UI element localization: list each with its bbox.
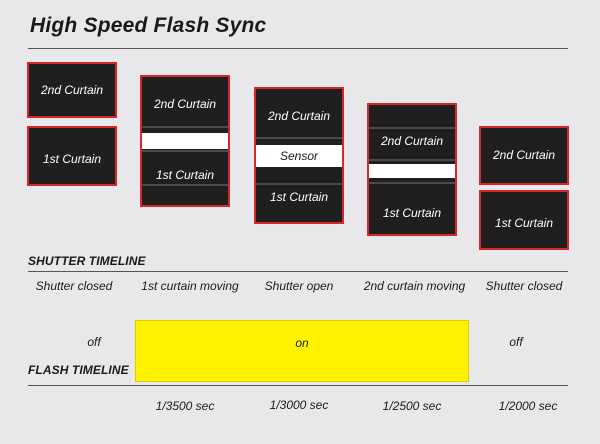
flash-timeline-rule (28, 385, 568, 386)
first-curtain-col1: 1st Curtain (27, 126, 117, 186)
curtain-label: 1st Curtain (269, 190, 329, 204)
flash-off-right: off (509, 335, 523, 349)
second-curtain-col5: 2nd Curtain (479, 126, 569, 185)
curtain-label: 1st Curtain (494, 216, 554, 230)
phase-label-shutter-open: Shutter open (264, 279, 334, 293)
phase-label-shutter-closed: Shutter closed (35, 279, 113, 293)
phase-label-shutter-closed-end: Shutter closed (485, 279, 563, 293)
curtain-seam (142, 126, 228, 128)
curtain-label: 2nd Curtain (153, 97, 217, 111)
curtain-label: 2nd Curtain (380, 134, 444, 148)
time-label-4: 1/2000 sec (498, 399, 558, 413)
page-title: High Speed Flash Sync (30, 14, 267, 37)
curtain-stack-col3: 2nd Curtain Sensor 1st Curtain (254, 87, 344, 224)
phase-label-first-curtain-moving: 1st curtain moving (141, 279, 239, 293)
curtain-seam (369, 127, 455, 129)
curtain-seam (256, 183, 342, 185)
curtain-label: 2nd Curtain (40, 83, 104, 97)
first-curtain-col5: 1st Curtain (479, 190, 569, 250)
time-label-3: 1/2500 sec (382, 399, 442, 413)
shutter-timeline-label: SHUTTER TIMELINE (28, 254, 146, 268)
shutter-timeline-rule (28, 271, 568, 272)
flash-on-bar: on (135, 320, 469, 382)
curtain-label: 2nd Curtain (267, 109, 331, 123)
flash-on-label: on (295, 336, 309, 350)
curtain-seam (142, 184, 228, 186)
curtain-seam (369, 182, 455, 184)
time-label-1: 1/3500 sec (155, 399, 215, 413)
sensor-area: Sensor (256, 145, 342, 167)
sensor-label: Sensor (279, 149, 319, 163)
curtain-label: 1st Curtain (382, 206, 442, 220)
curtain-stack-col4: 2nd Curtain 1st Curtain (367, 103, 457, 236)
flash-timeline-label: FLASH TIMELINE (28, 363, 129, 377)
time-label-2: 1/3000 sec (269, 398, 329, 412)
curtain-seam (369, 159, 455, 161)
second-curtain-col1: 2nd Curtain (27, 62, 117, 118)
curtain-seam (256, 137, 342, 139)
flash-off-left: off (87, 335, 101, 349)
open-gap (369, 164, 455, 178)
curtain-label: 2nd Curtain (492, 148, 556, 162)
curtain-seam (142, 150, 228, 152)
phase-label-second-curtain-moving: 2nd curtain moving (363, 279, 466, 293)
curtain-stack-col2: 2nd Curtain 1st Curtain (140, 75, 230, 207)
title-divider (28, 48, 568, 49)
open-gap (142, 133, 228, 149)
curtain-label: 1st Curtain (42, 152, 102, 166)
curtain-label: 1st Curtain (155, 168, 215, 182)
